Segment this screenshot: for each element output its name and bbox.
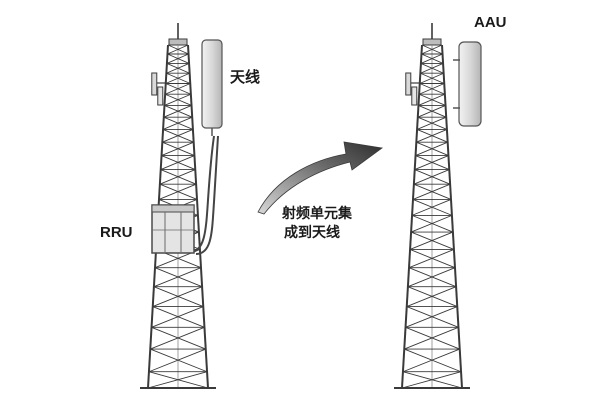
left-tower-brace — [167, 44, 189, 55]
right-tower-brace — [421, 44, 443, 55]
right-tower-brace — [420, 62, 444, 74]
right-tower-brace — [405, 326, 460, 350]
left-tower-leg — [187, 44, 209, 389]
rru-label: RRU — [100, 224, 133, 241]
left-tower-brace — [151, 326, 206, 350]
left-tower-brace — [159, 169, 196, 185]
right-tower-side-antenna — [405, 72, 412, 96]
left-tower-brace — [161, 141, 194, 157]
left-tower-side-antenna — [157, 86, 164, 106]
left-tower-side-antenna — [151, 72, 158, 96]
right-tower-brace — [402, 348, 460, 373]
right-tower-equipment — [453, 41, 482, 127]
integration-arrow — [257, 141, 384, 215]
aau-label: AAU — [474, 14, 507, 31]
right-tower-top-platform — [422, 38, 442, 46]
left-tower-brace — [152, 306, 205, 328]
right-tower-brace — [410, 214, 453, 233]
antenna-label: 天线 — [230, 68, 260, 86]
right-tower-brace — [411, 199, 452, 216]
left-tower-brace — [162, 116, 193, 130]
left-tower-brace — [158, 183, 197, 200]
left-tower-brace — [148, 348, 206, 373]
left-tower-brace — [163, 105, 192, 118]
right-tower-brace — [415, 141, 448, 157]
rf-cable — [189, 135, 215, 253]
caption-line-2: 成到天线 — [284, 224, 340, 240]
right-tower-brace — [419, 72, 444, 84]
right-tower-brace — [420, 53, 443, 64]
left-tower-equipment — [151, 39, 223, 255]
right-tower-brace — [414, 155, 449, 170]
right-tower-side-antenna — [411, 86, 418, 106]
right-tower-brace — [416, 129, 448, 143]
right-tower-brace — [416, 116, 447, 130]
right-tower-brace — [404, 326, 459, 350]
left-tower-brace — [147, 371, 208, 389]
right-tower-brace — [418, 93, 446, 106]
left-tower-brace — [153, 267, 202, 288]
right-tower-brace — [407, 267, 456, 288]
left-tower-brace — [150, 326, 205, 350]
left-tower-brace — [151, 306, 204, 328]
left-tower-brace — [166, 53, 189, 64]
left-tower-brace — [164, 93, 192, 106]
right-tower-brace — [404, 348, 462, 373]
right-tower-brace — [418, 83, 445, 95]
left-tower-brace — [166, 62, 190, 74]
right-tower-brace — [406, 286, 457, 307]
antenna-panel — [201, 39, 223, 129]
right-tower-brace — [409, 231, 454, 250]
right-tower — [394, 23, 470, 389]
right-tower-brace — [408, 249, 455, 269]
right-tower-brace — [401, 371, 462, 389]
left-tower-brace — [160, 155, 195, 170]
left-tower-brace — [152, 286, 203, 307]
aau-panel — [458, 41, 482, 127]
right-tower-brace — [413, 169, 450, 185]
right-tower-brace — [417, 105, 446, 118]
left-tower-brace — [164, 83, 191, 95]
left-tower-brace — [150, 348, 208, 373]
left-tower-top-platform — [168, 38, 188, 46]
right-tower-leg — [441, 44, 463, 389]
left-tower-brace — [162, 129, 194, 143]
rf-cable — [195, 135, 219, 255]
right-tower-brace — [406, 306, 459, 328]
left-tower-brace — [165, 72, 190, 84]
caption-line-1: 射频单元集 — [281, 205, 353, 221]
right-tower-leg — [401, 44, 423, 389]
right-tower-brace — [405, 306, 458, 328]
right-tower-brace — [412, 183, 451, 200]
